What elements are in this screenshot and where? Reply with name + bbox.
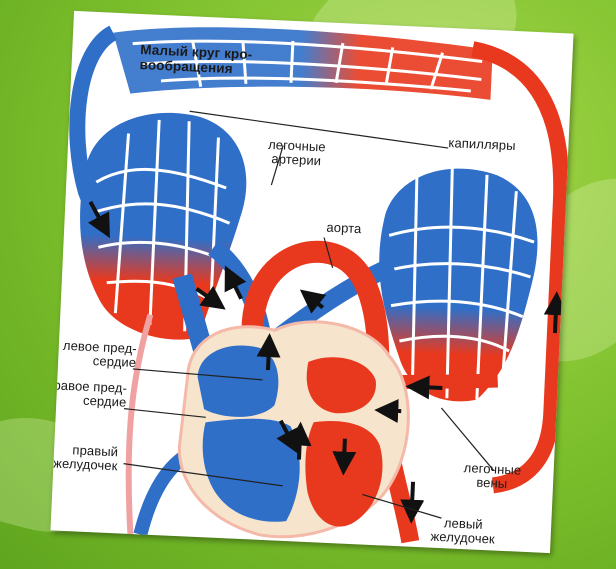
label-aorta: аорта	[326, 221, 362, 237]
label-small-circle: Малый круг кро- вообращения	[139, 42, 252, 77]
label-left-ventricle: левый желудочек	[430, 516, 495, 547]
label-right-ventricle: правый желудочек	[50, 442, 118, 474]
circulation-diagram-card: Малый круг кро- вообращения капилляры ле…	[50, 11, 573, 553]
heart	[176, 316, 413, 542]
label-right-atrium: правое пред- сердие	[50, 378, 127, 410]
label-capillaries: капилляры	[448, 136, 516, 153]
label-pulmonary-veins: легочные вены	[463, 461, 522, 492]
label-pulmonary-arteries: легочные артерии	[267, 138, 326, 169]
left-lung-capillaries	[75, 109, 250, 343]
label-left-atrium: левое пред- сердие	[54, 338, 137, 370]
